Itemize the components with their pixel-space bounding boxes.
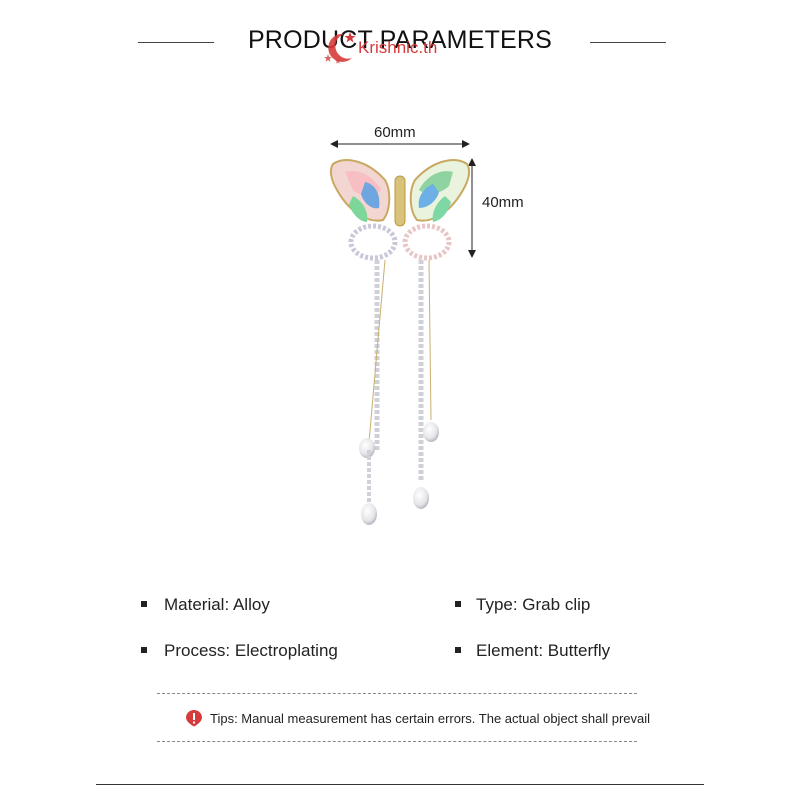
height-dimension-arrow <box>468 158 476 258</box>
moon-star-icon <box>324 32 356 64</box>
bullet <box>141 601 147 607</box>
warning-icon <box>186 710 202 727</box>
bullet <box>455 647 461 653</box>
tips-text: Tips: Manual measurement has certain err… <box>210 711 651 726</box>
page-title: PRODUCT PARAMETERS <box>247 26 553 54</box>
tips-divider-bottom <box>157 741 637 742</box>
spec-type: Type: Grab clip <box>476 595 591 614</box>
spec-element: Element: Butterfly <box>476 641 611 660</box>
title-rule-left <box>138 42 214 43</box>
tips-divider-top <box>157 693 637 694</box>
bullet <box>141 647 147 653</box>
title-rule-right <box>590 42 666 43</box>
spec-process: Process: Electroplating <box>164 641 338 660</box>
width-label: 60mm <box>374 124 416 141</box>
butterfly-hair-clip-image <box>329 159 471 525</box>
bottom-rule <box>96 784 704 785</box>
watermark-logo: Krishnic.th <box>322 30 472 66</box>
height-label: 40mm <box>482 194 524 211</box>
bullet <box>455 601 461 607</box>
spec-material: Material: Alloy <box>164 595 270 614</box>
watermark-text: Krishnic.th <box>358 38 438 57</box>
width-dimension-arrow <box>330 140 470 148</box>
